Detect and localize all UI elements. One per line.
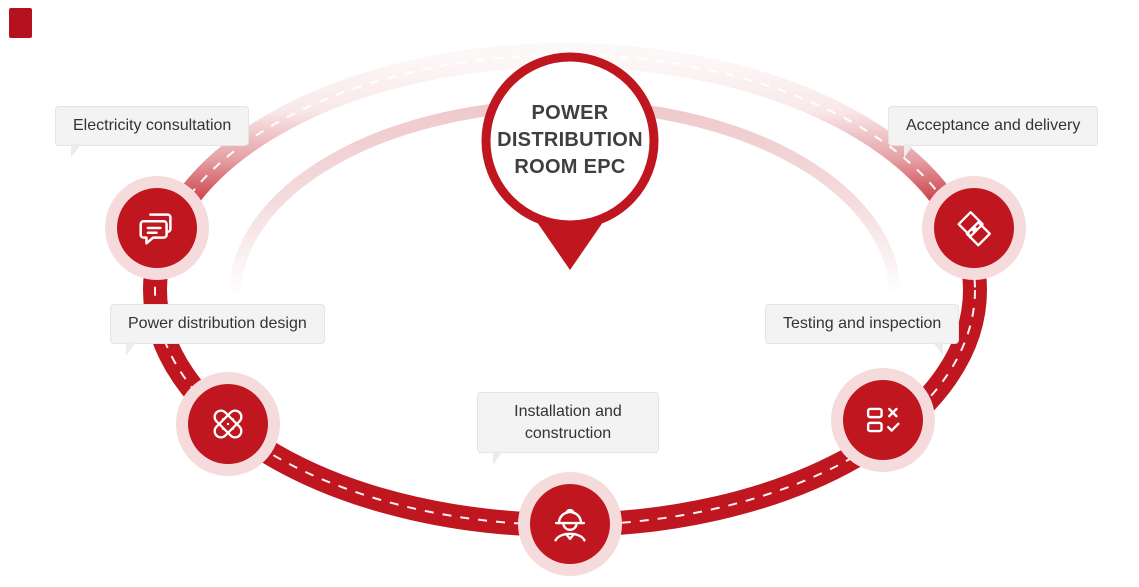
label-testing-inspection: Testing and inspection: [765, 304, 960, 356]
node-electricity-consultation: [105, 176, 209, 280]
node-disc: [934, 188, 1014, 268]
corner-logo-mark: [9, 8, 32, 38]
ring-dashed-line: [154, 54, 976, 526]
node-disc: [843, 380, 923, 460]
center-title: POWER DISTRIBUTION ROOM EPC: [486, 100, 654, 181]
checklist-icon: [866, 407, 900, 433]
center-title-line1: POWER: [531, 102, 609, 124]
node-disc: [530, 484, 610, 564]
label-electricity-consultation: Electricity consultation: [55, 106, 250, 158]
node-power-distribution-design: [176, 372, 280, 476]
pin-circle: [481, 52, 659, 230]
node-testing-inspection: [831, 368, 935, 472]
node-acceptance-delivery: [922, 176, 1026, 280]
node-disc: [188, 384, 268, 464]
label-acceptance-delivery: Acceptance and delivery: [888, 106, 1099, 158]
worker-icon: [554, 508, 586, 542]
handshake-icon: [957, 211, 991, 247]
node-disc: [117, 188, 197, 268]
label-power-distribution-design: Power distribution design: [110, 304, 325, 356]
node-installation-construction: [518, 472, 622, 576]
center-title-line3: ROOM EPC: [514, 156, 626, 178]
label-installation-construction: Installation and construction: [477, 392, 659, 466]
center-title-line2: DISTRIBUTION: [497, 129, 643, 151]
chat-icon: [139, 213, 172, 245]
crossed-bandage-icon: [213, 409, 243, 439]
